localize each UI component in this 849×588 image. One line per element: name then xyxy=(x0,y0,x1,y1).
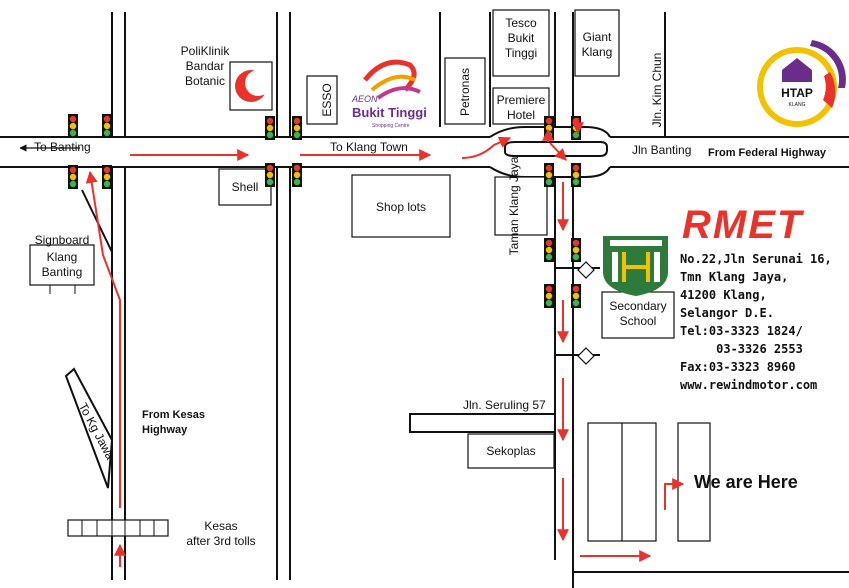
to-banting-label: To Banting xyxy=(34,140,91,154)
giant-line-1: Giant xyxy=(582,30,612,44)
poliklinik-line-1: PoliKlinik xyxy=(180,44,230,58)
address-line-8: www.rewindmotor.com xyxy=(680,378,818,392)
sekoplas-label: Sekoplas xyxy=(486,444,536,458)
secondary-school-line-1: Secondary xyxy=(609,299,667,313)
shell-label: Shell xyxy=(231,180,259,194)
address-line-1: No.22,Jln Serunai 16, xyxy=(680,252,832,266)
road-network xyxy=(0,12,849,588)
from-kesas-line-1: From Kesas xyxy=(142,409,205,421)
petronas-label: Petronas xyxy=(458,68,472,116)
diamond-markers xyxy=(577,261,595,365)
tesco-line-3: Tinggi xyxy=(504,46,538,60)
jln-banting-label: Jln Banting xyxy=(632,143,692,157)
kesas-tolls-line-2: after 3rd tolls xyxy=(186,534,256,548)
signboard-text: Klang Banting xyxy=(30,250,94,280)
address-line-6: 03-3326 2553 xyxy=(680,342,803,356)
premiere-hotel-label: Premiere Hotel xyxy=(494,93,548,123)
poliklinik-crescent-icon xyxy=(235,70,271,102)
address-line-3: 41200 Klang, xyxy=(680,288,767,302)
jln-seruling-label: Jln. Seruling 57 xyxy=(463,398,546,412)
address-line-2: Tmn Klang Jaya, xyxy=(680,270,789,284)
giant-label: Giant Klang xyxy=(575,30,619,60)
shop-lots-label: Shop lots xyxy=(375,200,427,214)
signboard-line-1: Klang xyxy=(46,250,78,264)
school-crest-icon xyxy=(603,236,668,296)
buildings xyxy=(29,9,711,542)
we-are-here-label: We are Here xyxy=(694,472,798,492)
from-kesas-label: From Kesas Highway xyxy=(142,408,205,438)
poliklinik-line-2: Bandar xyxy=(185,59,225,73)
esso-label: ESSO xyxy=(320,83,334,116)
taman-klang-jaya-text: Taman Klang Jaya xyxy=(507,156,521,255)
htap-logo-text: HTAP xyxy=(781,86,813,100)
poliklinik-line-3: Botanic xyxy=(184,74,226,88)
tesco-line-2: Bukit xyxy=(507,31,535,45)
address-line-7: Fax:03-3323 8960 xyxy=(680,360,796,374)
premiere-hotel-line-1: Premiere xyxy=(496,93,546,107)
aeon-brand: AEON xyxy=(351,94,378,104)
from-federal-highway-label: From Federal Highway xyxy=(708,147,826,159)
giant-line-2: Klang xyxy=(581,45,613,59)
tesco-label: Tesco Bukit Tinggi xyxy=(494,16,548,61)
rmet-logo: RMET xyxy=(682,203,804,247)
secondary-school-line-2: School xyxy=(619,314,657,328)
signboard-line-2: Banting xyxy=(41,265,83,279)
kesas-tolls-label: Kesas after 3rd tolls xyxy=(176,519,266,549)
jln-kim-chun-label: Jln. Kim Chun xyxy=(650,53,664,128)
address-line-5: Tel:03-3323 1824/ xyxy=(680,324,803,338)
aeon-tagline: Shopping Centre xyxy=(372,123,410,129)
route-arrows xyxy=(85,118,685,567)
signboard-label: Signboard xyxy=(34,233,90,247)
from-kesas-line-2: Highway xyxy=(142,424,188,436)
address-line-4: Selangor D.E. xyxy=(680,306,774,320)
htap-logo: HTAP KLANG xyxy=(757,40,846,127)
tesco-line-1: Tesco xyxy=(505,16,537,30)
aeon-name: Bukit Tinggi xyxy=(352,105,427,120)
taman-klang-jaya-label: Taman Klang Jaya xyxy=(507,156,521,255)
secondary-school-label: Secondary School xyxy=(602,299,674,329)
company-address: No.22,Jln Serunai 16, Tmn Klang Jaya, 41… xyxy=(680,250,832,394)
aeon-logo: AEON Bukit Tinggi Shopping Centre xyxy=(351,59,427,129)
premiere-hotel-line-2: Hotel xyxy=(506,108,535,122)
poliklinik-label: PoliKlinik Bandar Botanic xyxy=(170,44,240,89)
to-klang-town-label: To Klang Town xyxy=(330,140,408,154)
htap-logo-subtext: KLANG xyxy=(789,102,806,108)
kesas-tolls-line-1: Kesas xyxy=(204,519,238,533)
